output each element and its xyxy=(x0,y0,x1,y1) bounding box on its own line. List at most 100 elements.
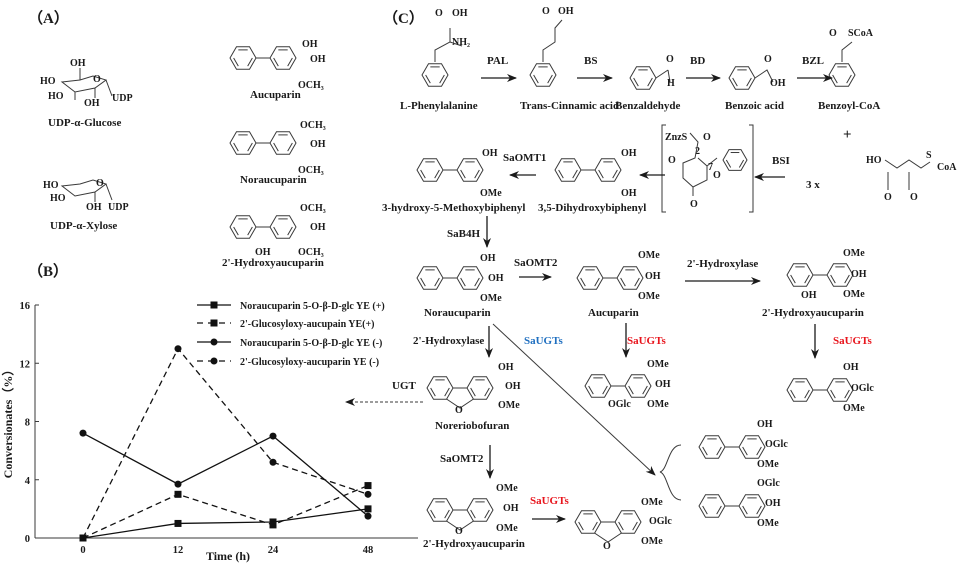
svg-text:OH: OH xyxy=(621,148,637,159)
data-point xyxy=(174,345,182,353)
xylose-ring xyxy=(60,179,113,202)
compound-name: 3-hydroxy-5-Methoxybiphenyl xyxy=(382,202,525,214)
svg-text:OH: OH xyxy=(310,222,326,233)
legend-label: 2'-Glucosyloxy-aucupain YE(+) xyxy=(240,319,375,330)
noraucuparin-a: OCH₃ OH OCH₃ Noraucuparin xyxy=(240,120,326,186)
svg-text:OMe: OMe xyxy=(480,293,502,304)
series-3 xyxy=(79,429,372,520)
dibenzofurans: OH OH OMe O Noreriobofuran OMe OH OMe O … xyxy=(423,362,525,550)
series-line xyxy=(82,508,369,539)
svg-text:OH: OH xyxy=(757,419,773,430)
plus-sign: + xyxy=(843,127,852,143)
svg-text:O: O xyxy=(603,541,611,552)
enzyme-label: UGT xyxy=(392,380,417,392)
svg-text:O: O xyxy=(764,54,772,65)
y-tick-label: 4 xyxy=(25,476,31,487)
svg-text:OMe: OMe xyxy=(496,523,518,534)
svg-text:OGlc: OGlc xyxy=(608,399,631,410)
svg-text:2: 2 xyxy=(695,146,700,157)
substituent: OH xyxy=(84,98,100,109)
svg-text:OMe: OMe xyxy=(641,536,663,547)
series-line xyxy=(82,347,369,539)
y-tick-label: 12 xyxy=(20,359,31,370)
enzyme-label: SaUGTs xyxy=(833,335,872,347)
data-point xyxy=(210,301,218,309)
udp-xylose: HO HO OH UDP O UDP-α-Xylose xyxy=(43,178,129,232)
molecule-structures xyxy=(60,19,856,543)
benzene-ring xyxy=(698,494,726,518)
svg-text:ZnzS: ZnzS xyxy=(665,132,688,143)
svg-text:OGlc: OGlc xyxy=(765,439,788,450)
legend-item: Noraucuparin 5-O-β-D-glc YE (-) xyxy=(197,338,382,349)
svg-text:OH: OH xyxy=(655,379,671,390)
benzene-ring xyxy=(629,66,657,90)
aucuparin-a: OH OH OCH₃ Aucuparin xyxy=(250,39,326,101)
legend-label: Noraucuparin 5-O-β-D-glc YE (-) xyxy=(240,338,382,349)
row1-compounds: O OH NH₂ L-Phenylalanine O OH Trans-Cinn… xyxy=(400,6,880,112)
svg-text:3 x: 3 x xyxy=(806,179,820,191)
svg-text:OH: OH xyxy=(310,54,326,65)
svg-text:OH: OH xyxy=(801,290,817,301)
row2: BSI SaOMT1 OH OH 3,5-Dihydroxybiphenyl O… xyxy=(382,148,790,248)
substituent: OH xyxy=(70,58,86,69)
data-point xyxy=(364,505,372,513)
panel-c-label: （C） xyxy=(383,9,424,27)
enzyme-label: BD xyxy=(690,55,705,67)
svg-text:OH: OH xyxy=(310,139,326,150)
hydroxyaucuparin-a: OCH₃ OH OCH₃ OH 2'-Hydroxyaucuparin xyxy=(222,203,326,269)
svg-text:O: O xyxy=(455,526,463,537)
benzene-ring xyxy=(576,266,604,290)
svg-text:CoA: CoA xyxy=(937,162,957,173)
series-line xyxy=(82,432,369,517)
svg-text:SCoA: SCoA xyxy=(848,28,874,39)
svg-text:OH: OH xyxy=(255,247,271,258)
enzyme-label: SaUGTs xyxy=(530,495,569,507)
x-tick-label: 0 xyxy=(80,545,85,556)
legend-item: Noraucuparin 5-O-β-D-glc YE (+) xyxy=(197,301,385,312)
data-point xyxy=(364,482,372,490)
svg-text:O: O xyxy=(884,192,892,203)
series-line xyxy=(82,484,369,539)
compound-name: Noraucuparin xyxy=(240,174,307,186)
svg-text:OH: OH xyxy=(452,8,468,19)
svg-text:OH: OH xyxy=(480,253,496,264)
substituent: HO xyxy=(43,180,59,191)
compound-name: UDP-α-Glucose xyxy=(48,117,121,129)
enzyme-label: SaOMT2 xyxy=(514,257,558,269)
data-point xyxy=(174,480,182,488)
svg-text:OH: OH xyxy=(770,78,786,89)
substituent: UDP xyxy=(108,202,129,213)
furan-bridge xyxy=(594,532,622,543)
benzene-ring xyxy=(786,378,814,402)
compound-name: Noraucuparin xyxy=(424,307,491,319)
svg-text:O: O xyxy=(666,54,674,65)
substituent: O xyxy=(96,178,104,189)
svg-text:OMe: OMe xyxy=(638,250,660,261)
svg-text:OMe: OMe xyxy=(843,289,865,300)
svg-text:OCH₃: OCH₃ xyxy=(298,80,324,91)
legend-item: 2'-Glucosyloxy-aucuparin YE (-) xyxy=(197,357,379,368)
svg-text:OH: OH xyxy=(503,503,519,514)
svg-text:O: O xyxy=(435,8,443,19)
benzene-ring xyxy=(529,63,557,87)
benzene-ring xyxy=(722,149,748,171)
svg-text:O: O xyxy=(690,199,698,210)
series-1 xyxy=(79,505,372,542)
legend-label: 2'-Glucosyloxy-aucuparin YE (-) xyxy=(240,357,379,368)
compound-name: 2'-Hydroxyaucuparin xyxy=(762,307,864,319)
svg-text:OH: OH xyxy=(302,39,318,50)
data-point xyxy=(364,490,372,498)
data-point xyxy=(210,338,218,346)
substituent: HO xyxy=(48,91,64,102)
enzyme-label: 2'-Hydroxylase xyxy=(687,258,758,270)
svg-text:OH: OH xyxy=(851,269,867,280)
compound-name: 2'-Hydroxyaucuparin xyxy=(423,538,525,550)
svg-text:O: O xyxy=(455,405,463,416)
data-point xyxy=(210,357,218,365)
series-4 xyxy=(79,345,372,542)
compound-name: Aucuparin xyxy=(250,89,301,101)
enzyme-label: SaUGTs xyxy=(524,335,563,347)
enzyme-label: SaB4H xyxy=(447,228,480,240)
benzene-ring xyxy=(728,66,756,90)
enzyme-label: BS xyxy=(584,55,597,67)
